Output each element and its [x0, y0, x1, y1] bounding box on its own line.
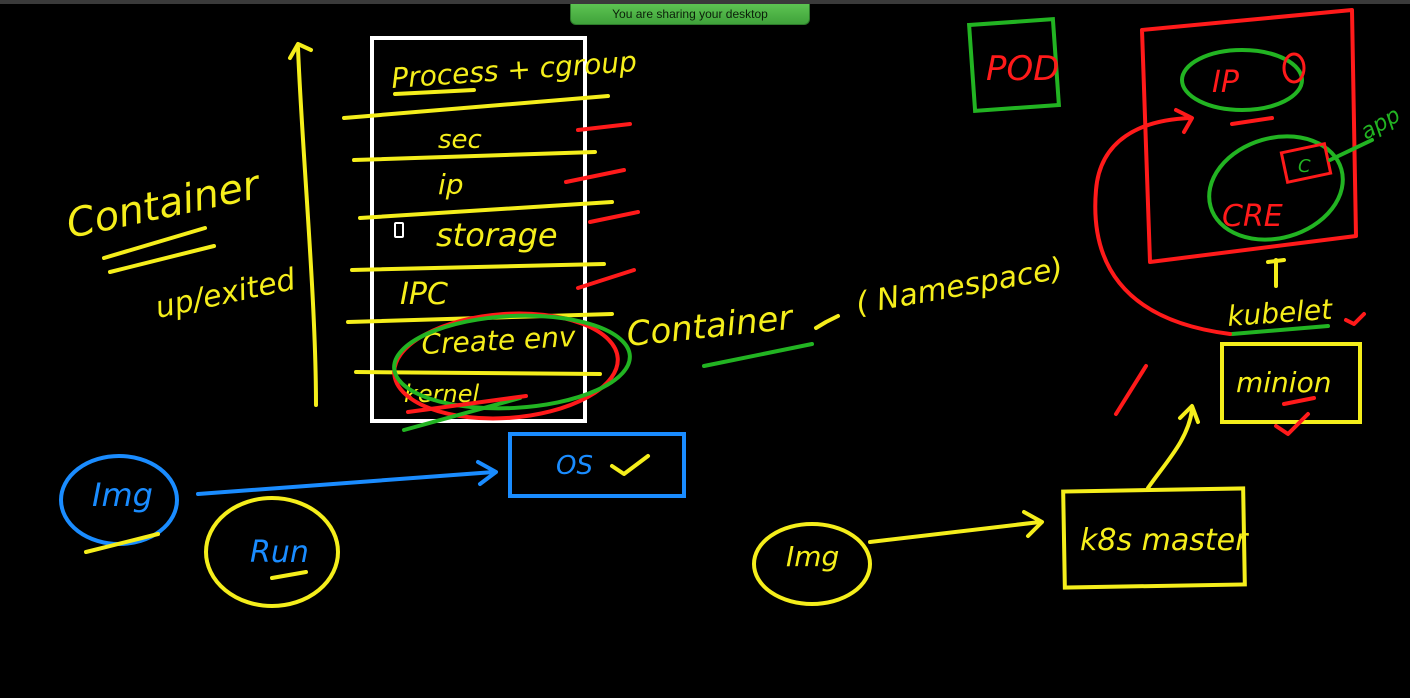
top-edge-bar: [0, 0, 1410, 4]
minion-box: [1220, 342, 1362, 424]
node-loop-curve: [1093, 116, 1232, 336]
svg-text:up/exited: up/exited: [152, 262, 299, 326]
sec-label: sec: [438, 125, 482, 155]
cre-circle: [1207, 134, 1345, 242]
node-box: [1140, 8, 1358, 264]
node-loop-arrowhead: [1174, 108, 1194, 134]
ip-underline: [1230, 116, 1274, 126]
kernel-strike-red: [406, 394, 528, 414]
ip-label: ip: [438, 168, 464, 201]
green-circle-create-env: [392, 313, 632, 411]
kubelet-up-arrowhead: [1266, 258, 1286, 264]
storage-label: storage: [436, 216, 558, 254]
img-underline: [84, 532, 160, 554]
process-cgroup-label: Process + cgroup: [390, 45, 638, 95]
os-label: OS: [556, 451, 593, 481]
ip-right-label: IP: [1212, 65, 1240, 100]
img-to-os-arrow: [196, 470, 496, 496]
img-to-master-arrow: [868, 520, 1042, 544]
k8s-master-box: [1061, 486, 1247, 590]
run-circle: [204, 496, 340, 608]
process-underline: [393, 88, 476, 96]
svg-text:Container: Container: [63, 162, 266, 248]
os-box: [508, 432, 686, 498]
img-label-right: Img: [786, 540, 839, 573]
img-to-os-arrowhead: [476, 460, 498, 486]
master-to-minion-arrowhead: [1178, 404, 1200, 424]
ip-circle: [1180, 48, 1304, 112]
ipc-label: IPC: [400, 277, 448, 312]
container-underline: [702, 342, 814, 368]
text-cursor-icon: [394, 222, 404, 238]
img-label-left: Img: [92, 476, 153, 514]
k8s-master-label: k8s master: [1080, 523, 1249, 558]
app-label: app: [1357, 103, 1405, 145]
red-slash: [1114, 364, 1148, 416]
container-label-mid: Container: [625, 298, 796, 355]
namespace-label: ( Namespace): [853, 251, 1065, 322]
img-circle-right: [752, 522, 872, 606]
container-check: [814, 314, 840, 330]
minion-label: minion: [1236, 366, 1331, 399]
minion-check: [1274, 412, 1310, 436]
cre-label: CRE: [1222, 199, 1283, 234]
c-label: C: [1298, 156, 1311, 177]
c-box: [1279, 141, 1333, 185]
app-pointer: [1328, 138, 1374, 162]
ip-dot-circle: [1282, 52, 1306, 84]
pod-label: POD: [986, 49, 1059, 89]
sharing-desktop-banner[interactable]: You are sharing your desktop: [570, 4, 810, 25]
timeline-arrow: [288, 42, 318, 407]
run-label: Run: [250, 535, 309, 570]
minion-underline: [1282, 396, 1316, 406]
up-exited-label: up/exited: [152, 262, 299, 326]
run-underline: [270, 570, 308, 580]
row-check-marks: [564, 122, 640, 290]
img-to-master-arrowhead: [1022, 510, 1044, 538]
container-label-left: Container: [63, 162, 266, 274]
kernel-strike-green: [402, 396, 522, 432]
kubelet-underline: [1230, 324, 1330, 336]
kubelet-check: [1344, 312, 1366, 326]
stack-box: [370, 36, 587, 423]
os-check: [610, 454, 650, 476]
pod-box: [966, 17, 1062, 113]
master-to-minion-arrow: [1146, 408, 1194, 490]
